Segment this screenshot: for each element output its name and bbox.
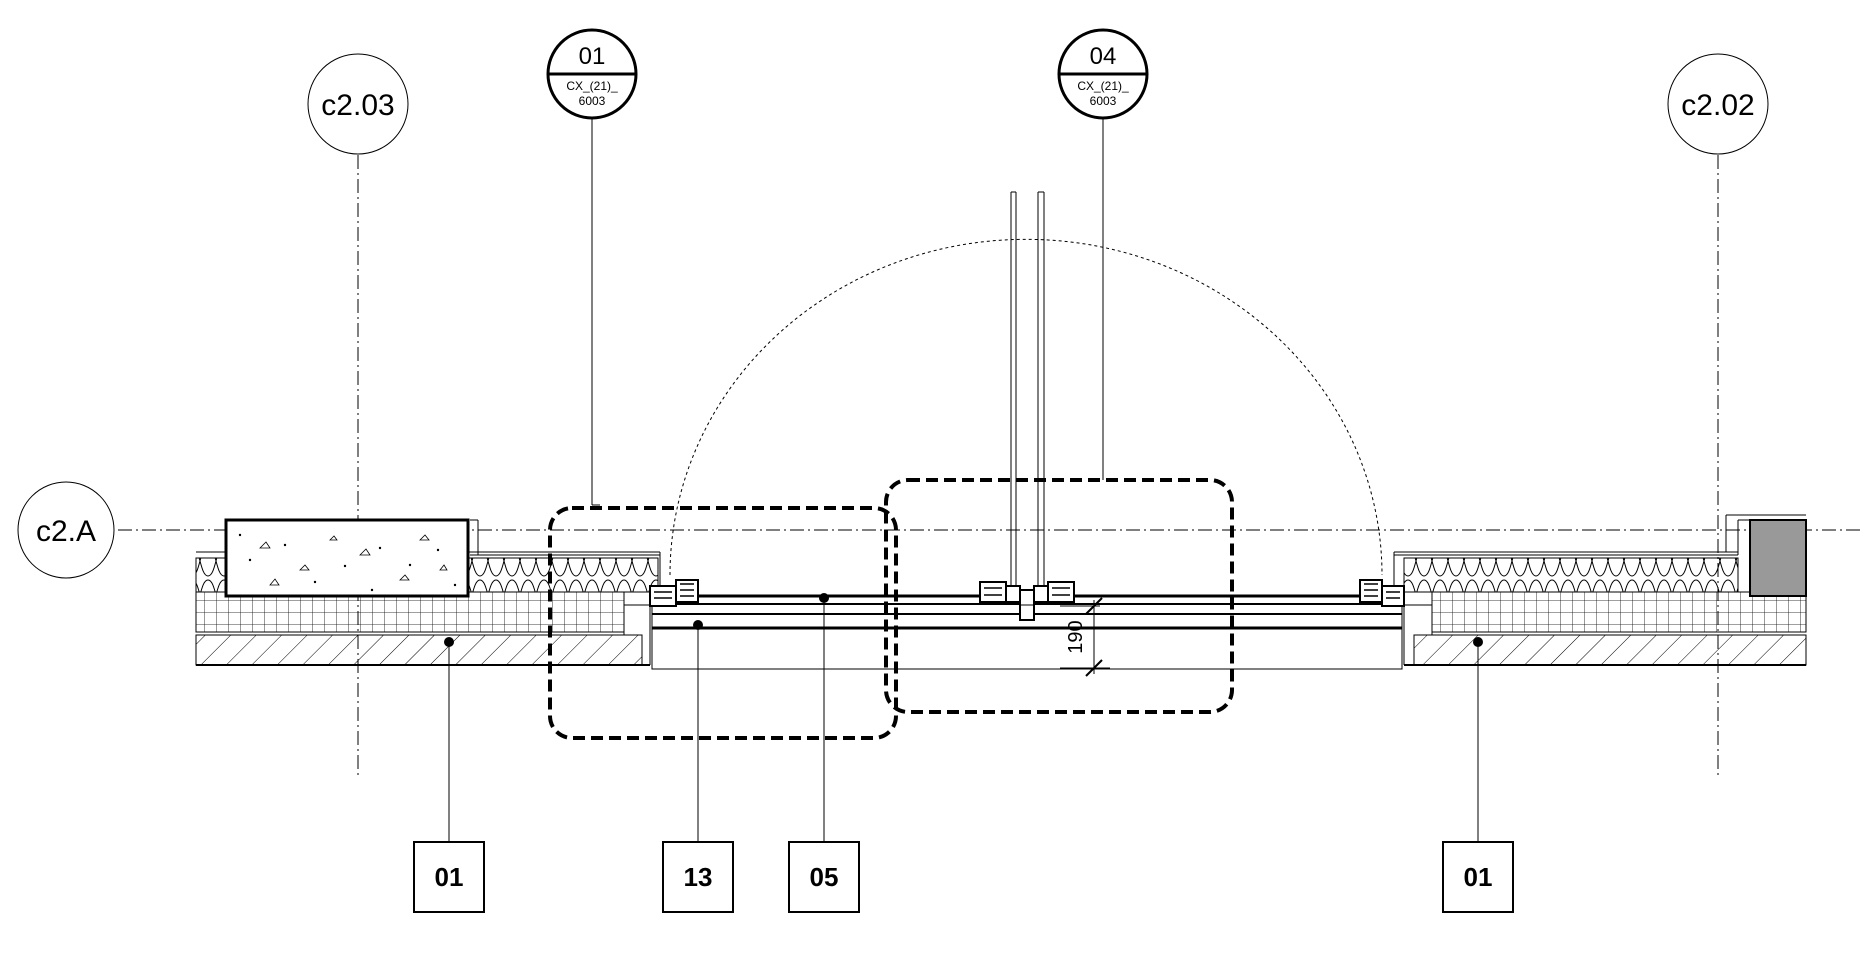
- grid-label-c2-02: c2.02: [1681, 89, 1754, 122]
- tag-label-1: 01: [435, 862, 464, 892]
- grid-label-c2-03: c2.03: [321, 89, 394, 122]
- section-marker-right-number: 04: [1090, 43, 1117, 70]
- tag-box-2: 13: [662, 841, 734, 913]
- frame-profile-left: [649, 579, 699, 607]
- door-threshold: [649, 579, 1405, 670]
- tag-label-4: 01: [1464, 862, 1493, 892]
- section-marker-right-ref-2: 6003: [1090, 94, 1117, 108]
- frame-profile-center: [979, 581, 1075, 621]
- frame-profile-right: [1359, 579, 1405, 607]
- wall-left: [195, 518, 661, 666]
- section-marker-left-ref-2: 6003: [579, 94, 606, 108]
- tag-box-1: 01: [413, 841, 485, 913]
- tag-box-3: 05: [788, 841, 860, 913]
- section-marker-left: 01 CX_(21)_ 6003: [546, 28, 638, 120]
- detail-callout-box-left: [548, 506, 898, 740]
- section-marker-right: 04 CX_(21)_ 6003: [1057, 28, 1149, 120]
- grid-label-c2-A: c2.A: [36, 515, 96, 548]
- tag-leaders: [444, 593, 1483, 842]
- tag-label-3: 05: [810, 862, 839, 892]
- section-marker-right-ref-1: CX_(21)_: [1077, 79, 1129, 93]
- tag-label-2: 13: [684, 862, 713, 892]
- dimension-190: 190: [1060, 597, 1110, 677]
- grid-bubble-c2-03: c2.03: [307, 53, 409, 155]
- detail-callout-box-right: [884, 478, 1234, 714]
- wall-right: [1393, 514, 1807, 666]
- tag-box-4: 01: [1442, 841, 1514, 913]
- grid-bubble-c2-02: c2.02: [1667, 53, 1769, 155]
- dimension-label: 190: [1065, 620, 1087, 653]
- section-marker-left-ref-1: CX_(21)_: [566, 79, 618, 93]
- grid-bubble-c2-A: c2.A: [17, 481, 115, 579]
- door-swing-arc: [669, 238, 1383, 576]
- section-marker-left-number: 01: [579, 43, 606, 70]
- door-leaf: [1010, 191, 1045, 600]
